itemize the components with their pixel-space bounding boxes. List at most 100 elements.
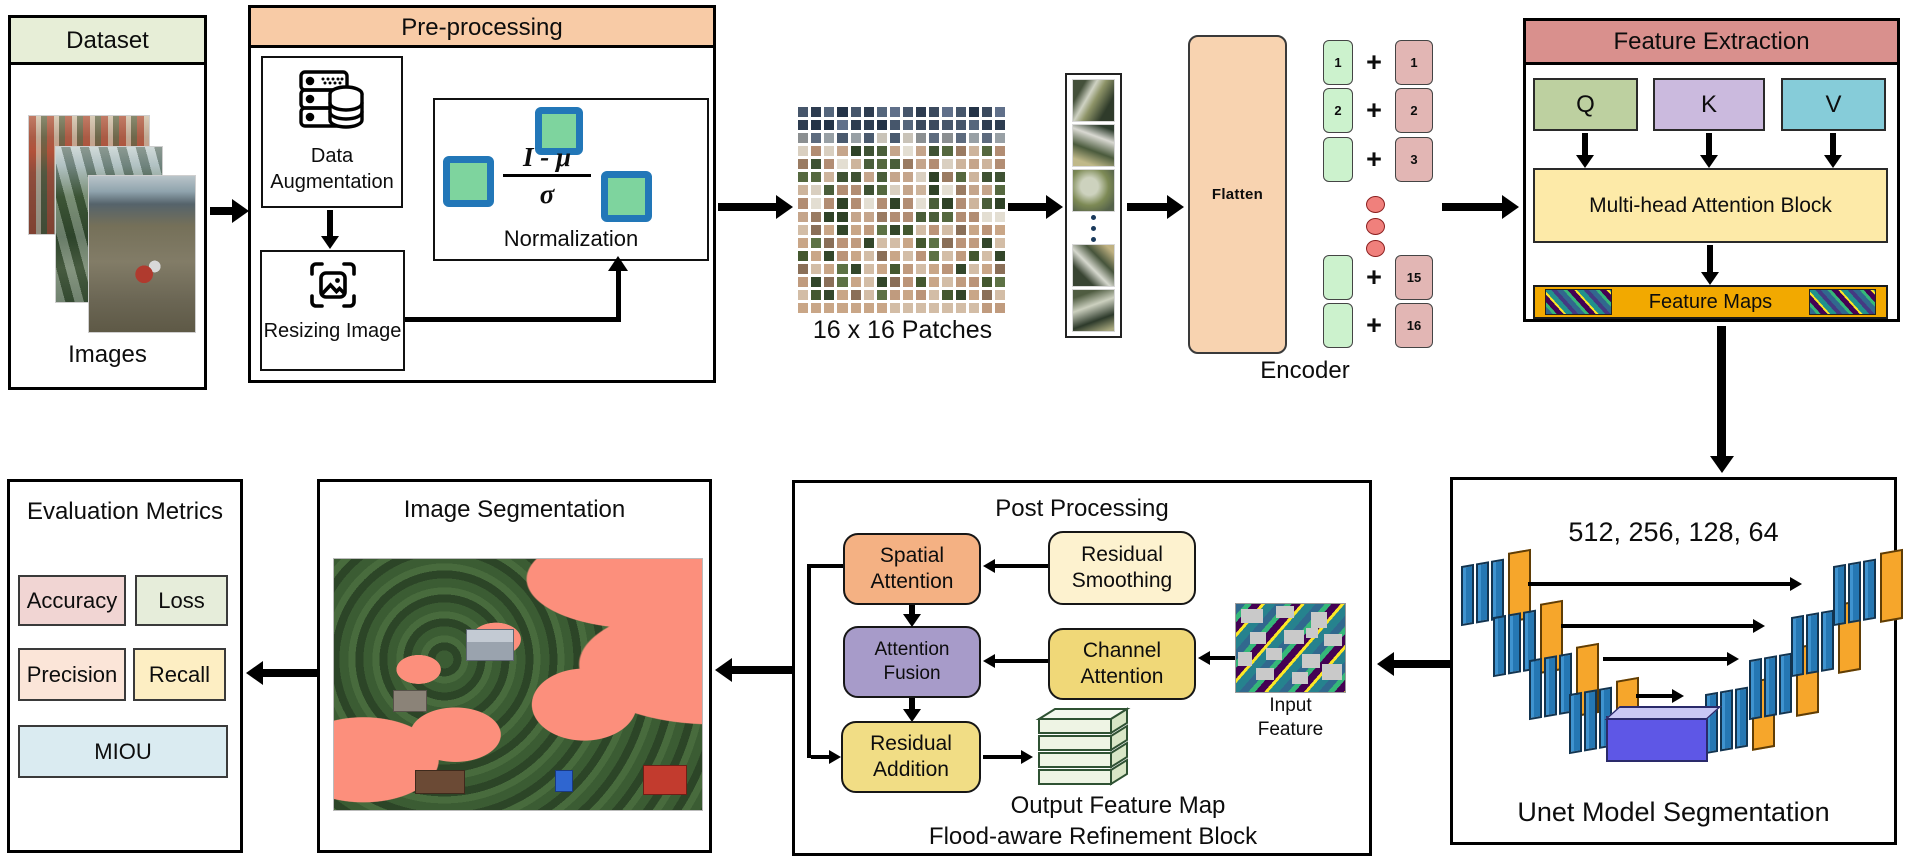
patch-cell: [994, 211, 1005, 222]
patch-cell: [850, 159, 861, 170]
red-dot: [1366, 196, 1385, 213]
patch-cell: [968, 185, 979, 196]
patch-cell: [981, 185, 992, 196]
patch-cell: [955, 159, 966, 170]
normalization-box: I - μ σ Normalization: [433, 98, 709, 261]
patch-cell: [889, 211, 900, 222]
patch-cell: [850, 289, 861, 300]
resizing-image-box: Resizing Image: [260, 250, 405, 371]
patch-cell: [981, 107, 992, 118]
patch-cell: [929, 302, 940, 313]
patch-cell: [850, 172, 861, 183]
dataset-caption: Images: [68, 341, 147, 368]
patch-cell: [981, 146, 992, 157]
unet-box: 512, 256, 128, 64 Unet Model Segmentatio…: [1450, 477, 1903, 845]
patch-cell: [903, 237, 914, 248]
input-feature-caption: Input Feature: [1257, 695, 1324, 740]
patch-cell: [942, 172, 953, 183]
patch-cell: [850, 133, 861, 144]
patch-cell: [850, 185, 861, 196]
patch-cell: [798, 146, 809, 157]
embedding-row: +3: [1318, 137, 1438, 183]
patch-cell: [863, 107, 874, 118]
conv-layer-slab: [1735, 686, 1748, 749]
resizing-image-label: Resizing Image: [263, 320, 402, 342]
conv-layer-slab: [1833, 563, 1846, 627]
patch-cell: [929, 237, 940, 248]
patch-cell: [824, 250, 835, 261]
patch-cell: [837, 302, 848, 313]
input-feature-image: [1235, 603, 1346, 693]
patch-cell: [916, 237, 927, 248]
patch-cell: [916, 250, 927, 261]
patch-cell: [798, 172, 809, 183]
arrow-channel-to-fusion: [995, 659, 1048, 663]
patch-cell: [850, 276, 861, 287]
patch-cell: [876, 198, 887, 209]
masked-patch-square: [1292, 672, 1308, 684]
patch-cell: [863, 120, 874, 131]
strip-ellipsis-dots: [1091, 214, 1096, 242]
patch-cell: [811, 120, 822, 131]
patch-cell: [889, 263, 900, 274]
patch-cell: [955, 289, 966, 300]
arrow-spatial-to-fusion: [909, 605, 915, 614]
patch-cell: [876, 289, 887, 300]
connector-resize-arrowhead: [608, 256, 628, 271]
feature-maps-box: Feature Maps: [1533, 285, 1888, 319]
patch-cell: [916, 185, 927, 196]
patch-cell: [850, 198, 861, 209]
patch-cell: [942, 120, 953, 131]
patch-cell: [798, 185, 809, 196]
patch-cell: [929, 250, 940, 261]
unet-channels-label: 512, 256, 128, 64: [1568, 517, 1779, 547]
patch-cell: [824, 211, 835, 222]
patch-cell: [994, 146, 1005, 157]
patch-cell: [968, 276, 979, 287]
patch-cell: [798, 276, 809, 287]
patch-cell: [824, 107, 835, 118]
metric-recall: Recall: [133, 648, 226, 701]
patch-cell: [903, 211, 914, 222]
masked-patch-square: [1311, 612, 1327, 628]
value-box: V: [1781, 78, 1886, 131]
conv-layer-slab: [1584, 689, 1597, 752]
patch-cell: [850, 146, 861, 157]
patch-cell: [968, 250, 979, 261]
patch-cell: [981, 237, 992, 248]
patch-cell: [929, 159, 940, 170]
preprocessing-box: Pre-processing: [248, 5, 716, 383]
dataset-header: Dataset: [11, 18, 204, 65]
patch-cell: [863, 133, 874, 144]
patch-cell: [824, 302, 835, 313]
patch-cell: [929, 211, 940, 222]
patch-cell: [837, 276, 848, 287]
patch-cell: [876, 133, 887, 144]
multi-head-attention-block: Multi-head Attention Block: [1533, 168, 1888, 243]
patch-cell: [916, 107, 927, 118]
spatial-attention-box: Spatial Attention: [843, 533, 981, 605]
patch-cell: [837, 120, 848, 131]
patch-strip: [1065, 73, 1122, 338]
fraction-bar: [503, 174, 591, 177]
patch-cell: [824, 276, 835, 287]
patch-embedding-box: 2: [1323, 88, 1353, 133]
data-augmentation-box: Data Augmentation: [261, 56, 403, 208]
patch-cell: [929, 146, 940, 157]
patch-cell: [994, 302, 1005, 313]
patch-cell: [916, 224, 927, 235]
patch-cell: [916, 133, 927, 144]
feature-maps-label: Feature Maps: [1648, 290, 1773, 313]
position-embedding-box: 16: [1395, 303, 1433, 348]
patch-cell: [889, 120, 900, 131]
patch-cell: [903, 146, 914, 157]
patch-cell: [955, 146, 966, 157]
arrow-patches-to-strip: [1008, 203, 1046, 211]
patch-cell: [798, 224, 809, 235]
position-embedding-box: 2: [1395, 88, 1433, 133]
patch-cell: [811, 133, 822, 144]
embedding-row: +16: [1318, 303, 1438, 349]
patch-cell: [929, 224, 940, 235]
patch-cell: [876, 211, 887, 222]
